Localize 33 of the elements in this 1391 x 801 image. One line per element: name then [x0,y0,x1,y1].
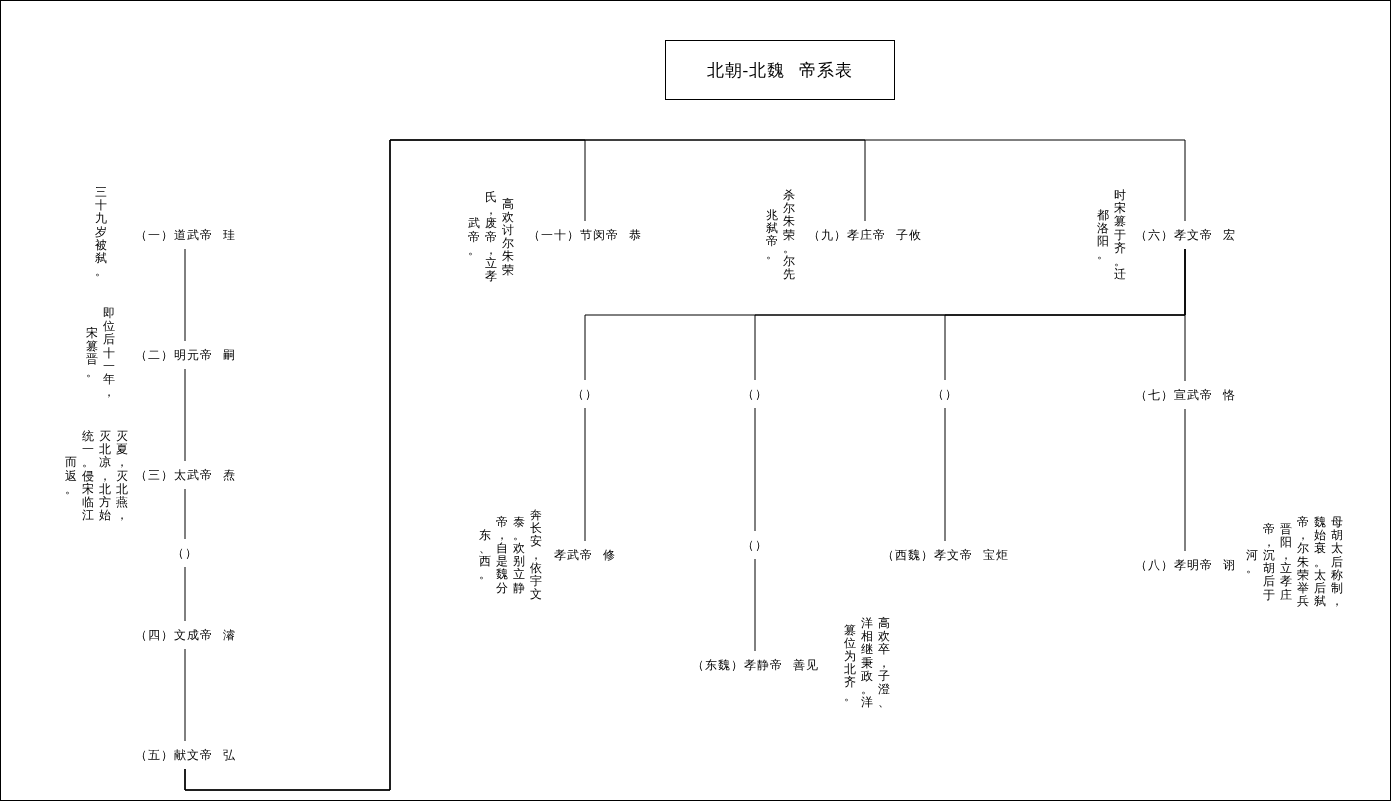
emperor-name: （七）宣武帝 恪 [1131,381,1239,409]
connector-line [754,407,756,532]
connector-line [184,368,186,462]
placeholder-label: （） [169,539,201,567]
diagram-title: 北朝-北魏 帝系表 [665,40,895,100]
connector-line [184,566,186,622]
emperor-name: （八）孝明帝 诩 [1131,551,1239,579]
connector-line [184,248,186,342]
connector-line [184,139,1186,791]
emperor-name: 孝武帝 修 [551,541,619,569]
connector-line [944,407,946,542]
placeholder-label: （） [569,380,601,408]
annotation-note: 灭夏，灭北燕，灭北凉，北方始统一。侵宋临江而返。 [64,429,128,523]
emperor-name: （二）明元帝 嗣 [131,341,239,369]
connector-line [184,488,186,540]
connector-line [184,648,186,742]
connector-line [584,407,586,542]
connector-line [1184,248,1186,382]
connector-line [1184,408,1186,552]
placeholder-label: （） [739,380,771,408]
emperor-name: （六）孝文帝 宏 [1131,221,1239,249]
emperor-name: （九）孝庄帝 子攸 [805,221,925,249]
emperor-name: （东魏）孝静帝 善见 [688,651,822,679]
emperor-name: （三）太武帝 焘 [131,461,239,489]
emperor-name: （西魏）孝文帝 宝炬 [878,541,1012,569]
emperor-name: （一十）节闵帝 恭 [525,221,645,249]
placeholder-label: （） [929,380,961,408]
emperor-name: （四）文成帝 濬 [131,621,239,649]
emperor-name: （一）道武帝 珪 [131,221,239,249]
connector-line [754,558,756,652]
annotation-note: 三十九岁被弑。 [95,185,107,279]
emperor-name: （五）献文帝 弘 [131,741,239,769]
placeholder-label: （） [739,531,771,559]
